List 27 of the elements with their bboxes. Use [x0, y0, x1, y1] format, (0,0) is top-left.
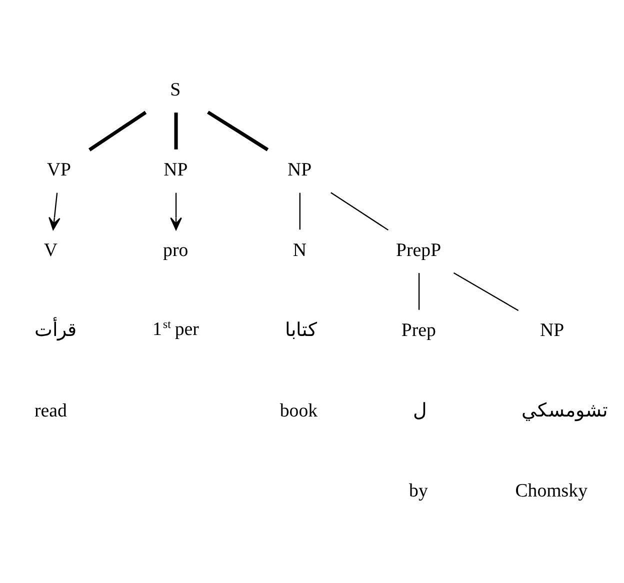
node-text: V: [44, 240, 58, 261]
label: كتابا: [285, 320, 318, 342]
node-text: N: [292, 240, 306, 261]
node-text: NP: [288, 160, 312, 181]
node-text: Prep: [401, 320, 436, 342]
node-text: S: [170, 79, 181, 100]
node-text: NP: [164, 160, 188, 181]
node-text: VP: [46, 160, 71, 181]
label: read: [34, 400, 67, 422]
arrow: [170, 192, 182, 230]
node-text: PrepP: [396, 240, 442, 261]
label: ل: [413, 400, 428, 422]
label: by: [409, 480, 428, 502]
connector: [174, 112, 178, 150]
label: تشومسكي: [522, 400, 608, 422]
connector: [299, 192, 300, 230]
connector: [88, 110, 147, 152]
connector: [207, 110, 269, 152]
node-text: NP: [540, 320, 564, 342]
label: book: [280, 400, 318, 422]
label: Chomsky: [515, 480, 588, 502]
arrow: [48, 192, 60, 230]
connector: [453, 272, 519, 312]
connector: [418, 273, 420, 310]
label: 1$^{st}$ per: [152, 316, 199, 340]
node-text: pro: [163, 240, 188, 261]
connector: [330, 192, 389, 231]
